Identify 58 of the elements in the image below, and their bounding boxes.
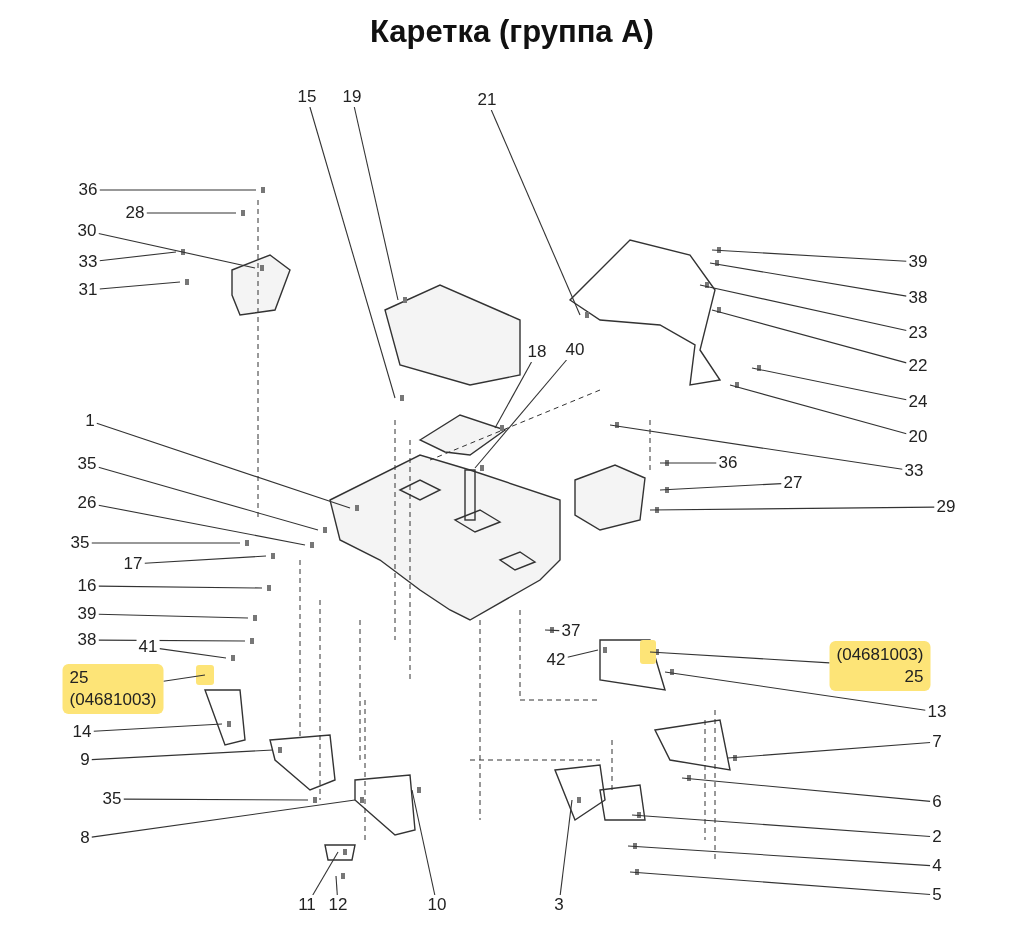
leader-line: [98, 281, 181, 290]
diagram-title: Каретка (группа А): [370, 14, 654, 50]
leader-line: [559, 799, 573, 896]
leader-line: [411, 789, 436, 896]
highlight-box: [62, 664, 164, 714]
leader-line: [96, 422, 351, 509]
leader-line: [649, 506, 936, 511]
leader-line: [627, 845, 931, 867]
leader-line: [727, 741, 931, 759]
leader-line: [729, 384, 908, 435]
leader-line: [544, 629, 561, 632]
leader-line: [711, 309, 908, 364]
leader-line: [97, 639, 246, 642]
leader-line: [631, 814, 931, 838]
part-number: (04681003): [836, 644, 924, 666]
leader-line: [162, 674, 206, 682]
leader-line: [92, 723, 223, 732]
leader-line: [699, 284, 908, 332]
leader-line: [309, 106, 396, 399]
part-number: (04681003): [69, 689, 157, 711]
leader-line: [649, 651, 831, 664]
leader-line: [122, 798, 309, 801]
leader-line: [97, 613, 249, 619]
leader-line: [353, 106, 399, 301]
callout-number: 25: [903, 666, 924, 688]
leader-line: [659, 462, 718, 464]
leader-line: [629, 871, 931, 896]
leader-line: [709, 262, 908, 297]
leader-line: [91, 799, 356, 838]
leader-line: [145, 212, 237, 214]
leader-line: [98, 251, 177, 262]
leader-line: [91, 749, 274, 761]
callout-number: 40: [563, 340, 587, 360]
leader-line: [751, 367, 908, 401]
leader-line: [335, 875, 338, 896]
leader-line: [97, 585, 263, 589]
leader-line: [312, 851, 339, 896]
leader-line: [98, 189, 257, 191]
leader-line: [494, 361, 533, 429]
callout-number: 15: [295, 87, 319, 107]
leader-line: [490, 109, 581, 316]
callout-number: 18: [525, 342, 549, 362]
leader-line: [143, 555, 267, 564]
leader-line: [90, 542, 241, 544]
leader-line: [659, 483, 783, 491]
leader-line: [158, 648, 227, 659]
leader-line: [609, 424, 904, 470]
highlight-box: [829, 641, 931, 691]
callout-number: 25: [69, 667, 90, 689]
leader-line: [97, 504, 306, 546]
leader-line: [681, 777, 931, 802]
leader-line: [97, 232, 256, 269]
leader-line: [566, 649, 599, 658]
leader-line: [664, 671, 927, 711]
leader-line: [474, 359, 568, 469]
callout-number: 21: [475, 90, 499, 110]
leader-line: [97, 466, 319, 531]
leader-line: [711, 249, 908, 262]
